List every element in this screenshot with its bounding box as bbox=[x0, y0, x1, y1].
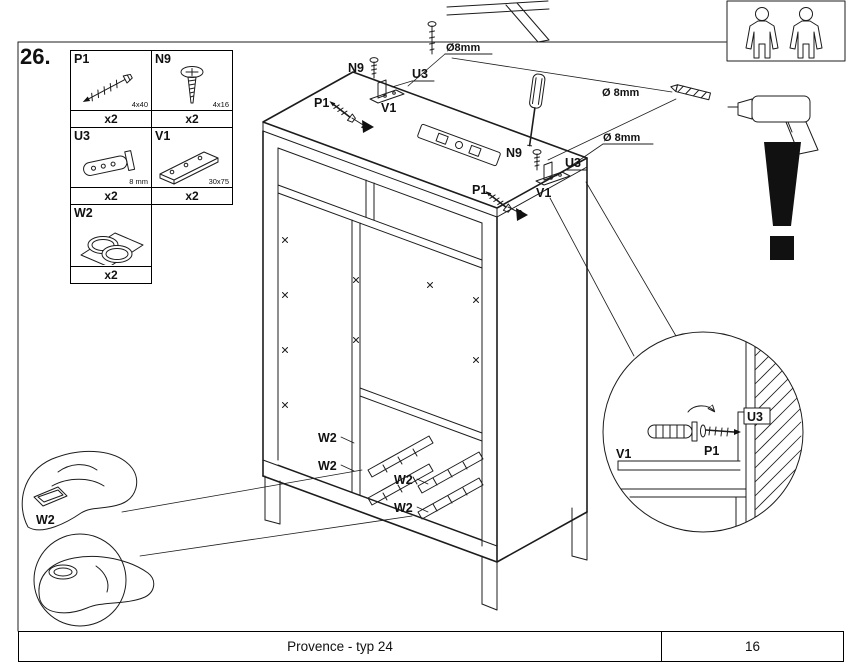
label-u3-mid: U3 bbox=[565, 156, 581, 170]
leader-line bbox=[340, 436, 355, 444]
label-v1-mid: V1 bbox=[536, 186, 551, 200]
part-size-u3: 8 mm bbox=[129, 177, 148, 186]
w2-pads-icon bbox=[80, 232, 144, 265]
part-cell-w2: W2 bbox=[70, 204, 152, 267]
leader-line bbox=[416, 506, 429, 513]
leader-line bbox=[391, 80, 413, 88]
product-title: Provence - typ 24 bbox=[287, 639, 393, 654]
v1-bracket-icon bbox=[159, 151, 219, 185]
screwdriver-icon bbox=[527, 73, 546, 147]
part-cell-u3: U3 8 mm bbox=[70, 127, 152, 188]
part-qty-n9: x2 bbox=[151, 110, 233, 128]
detail-leader-line bbox=[585, 181, 677, 337]
p1-screw-glyph-top bbox=[329, 101, 356, 123]
label-w2-4: W2 bbox=[394, 501, 413, 515]
part-label-v1: V1 bbox=[155, 129, 171, 143]
label-diameter-top: Ø8mm bbox=[446, 42, 480, 54]
part-label-u3: U3 bbox=[74, 129, 90, 143]
insert-arrow-solid bbox=[516, 208, 528, 221]
wall-mount-detail bbox=[602, 331, 804, 533]
footer-title-cell: Provence - typ 24 bbox=[19, 632, 661, 661]
leader-line bbox=[451, 57, 673, 93]
label-n9-mid: N9 bbox=[506, 146, 522, 160]
spirit-level-icon bbox=[417, 123, 501, 167]
part-cell-v1: V1 30x75 bbox=[151, 127, 233, 188]
bracket-v1-mid bbox=[535, 161, 571, 186]
part-label-w2: W2 bbox=[74, 206, 93, 220]
label-diameter-mid: Ø 8mm bbox=[603, 132, 641, 144]
two-person-icon bbox=[726, 0, 846, 62]
page-number: 16 bbox=[744, 639, 761, 654]
bracket-v1-top-left bbox=[369, 79, 405, 104]
part-label-n9: N9 bbox=[155, 52, 171, 66]
label-p1-top: P1 bbox=[314, 96, 329, 110]
previous-figure-fragment bbox=[446, 0, 550, 43]
drill-bit-icon bbox=[670, 84, 711, 101]
leader-line bbox=[121, 469, 363, 513]
label-n9-top: N9 bbox=[348, 61, 364, 75]
leader-line bbox=[340, 464, 355, 472]
diameter-screw-glyph-top bbox=[427, 21, 437, 55]
leader-line bbox=[567, 143, 604, 169]
label-v1-top: V1 bbox=[381, 101, 396, 115]
step-number: 26. bbox=[20, 44, 51, 69]
footer-page-cell: 16 bbox=[661, 632, 843, 661]
n9-screw-icon bbox=[180, 66, 204, 104]
part-size-p1: 4x40 bbox=[131, 100, 148, 109]
p1-screw-icon bbox=[82, 73, 133, 103]
label-w2-1: W2 bbox=[318, 431, 337, 445]
n9-screw-glyph-mid bbox=[532, 149, 542, 171]
leader-line bbox=[555, 169, 566, 177]
warning-exclamation-icon bbox=[764, 142, 801, 260]
part-size-v1: 30x75 bbox=[208, 177, 229, 186]
label-w2-2: W2 bbox=[318, 459, 337, 473]
part-qty-w2: x2 bbox=[70, 266, 152, 284]
n9-screw-glyph-top bbox=[369, 57, 379, 79]
u3-wallplug-icon bbox=[83, 150, 136, 176]
insert-arrow-solid bbox=[362, 120, 374, 133]
detail-leader-line bbox=[549, 197, 635, 357]
part-size-n9: 4x16 bbox=[212, 100, 229, 109]
label-u3-top: U3 bbox=[412, 67, 428, 81]
leader-line bbox=[416, 478, 429, 485]
cabinet-drawing bbox=[262, 71, 588, 611]
part-qty-p1: x2 bbox=[70, 110, 152, 128]
label-v1-detail: V1 bbox=[616, 447, 631, 461]
part-cell-p1: P1 4x40 bbox=[70, 50, 152, 111]
hand-holding-pad-icon bbox=[21, 450, 138, 531]
label-p1-detail: P1 bbox=[704, 444, 719, 458]
hand-pressing-pad-icon bbox=[33, 533, 155, 627]
label-u3-detail: U3 bbox=[747, 410, 763, 424]
footer: Provence - typ 24 16 bbox=[18, 631, 844, 662]
wall-hatching bbox=[754, 332, 802, 511]
drawer-rails bbox=[367, 435, 484, 520]
label-w2-3: W2 bbox=[394, 473, 413, 487]
shelf-pin-marks bbox=[282, 237, 479, 408]
leader-line bbox=[139, 515, 413, 557]
part-qty-v1: x2 bbox=[151, 187, 233, 205]
label-w2-hand: W2 bbox=[36, 513, 55, 527]
part-label-p1: P1 bbox=[74, 52, 90, 66]
part-qty-u3: x2 bbox=[70, 187, 152, 205]
parts-list: P1 4x40 N9 bbox=[70, 50, 233, 284]
drill-diameter-label: Ø 8mm bbox=[602, 87, 640, 99]
page-frame bbox=[17, 41, 727, 632]
leader-line bbox=[547, 98, 677, 161]
label-p1-mid: P1 bbox=[472, 183, 487, 197]
p1-screw-glyph-mid bbox=[485, 191, 512, 213]
part-cell-n9: N9 4x16 bbox=[151, 50, 233, 111]
